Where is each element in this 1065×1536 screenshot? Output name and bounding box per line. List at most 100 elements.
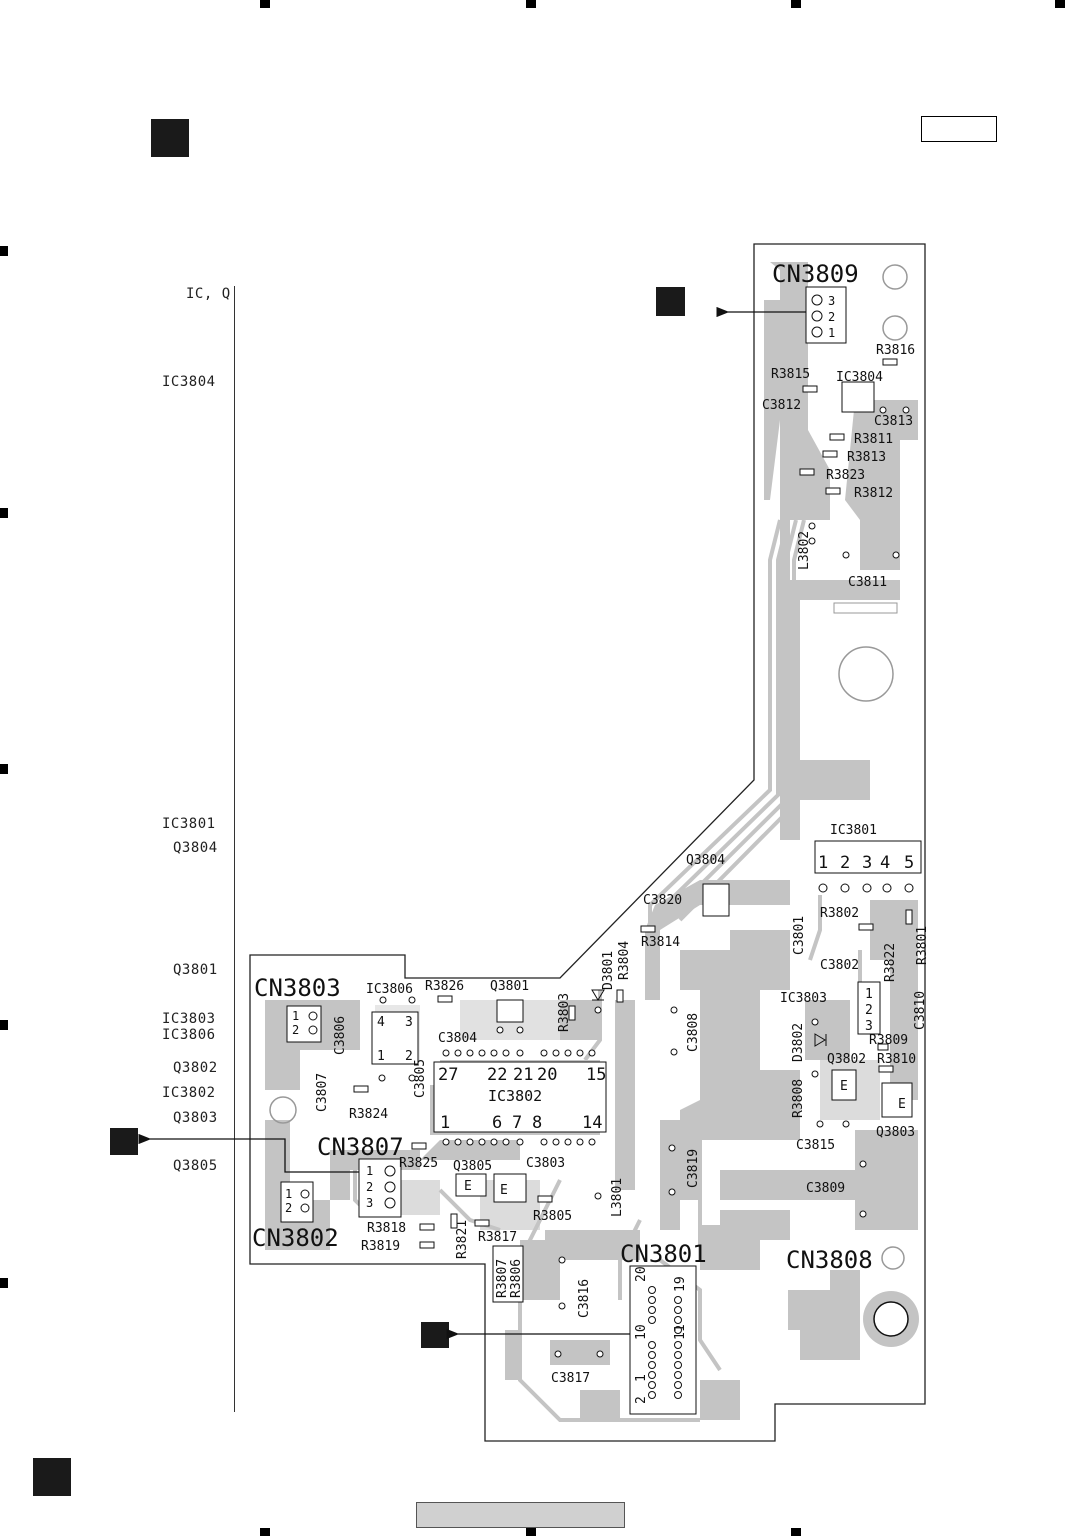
ic3802-pin: 22: [487, 1065, 507, 1085]
c3820-label: C3820: [643, 893, 682, 908]
r3815-label: R3815: [771, 367, 810, 382]
footer-bar: [416, 1502, 625, 1528]
cn3809-pin: 3: [828, 294, 835, 308]
r3805-label: R3805: [533, 1209, 572, 1224]
index-label: Q3801: [173, 962, 218, 978]
q3801-body[interactable]: [496, 999, 524, 1023]
ic3802-body[interactable]: [433, 1061, 607, 1133]
q3805-emitter-marker: E: [464, 1179, 472, 1194]
ic3801-label: IC3801: [830, 823, 877, 838]
q3801-label: Q3801: [490, 979, 529, 994]
registration-mark-left-1: [0, 246, 8, 256]
ic3802-pin: 15: [586, 1065, 606, 1085]
ic3802-label: IC3802: [488, 1087, 542, 1105]
ic3802-pin: 8: [532, 1113, 542, 1133]
cn3802-pin: 2: [285, 1201, 292, 1215]
c3810-label: C3810: [913, 991, 928, 1030]
q3805b-body[interactable]: [493, 1173, 527, 1203]
registration-mark-top-2: [526, 0, 536, 8]
index-label: IC3806: [162, 1027, 216, 1043]
c3802-label: C3802: [820, 958, 859, 973]
q3803-emitter-marker: E: [898, 1097, 906, 1112]
cn3801-pin: 2: [634, 1396, 649, 1404]
cn3801-pin: 11: [673, 1324, 688, 1340]
q3804-body[interactable]: [702, 883, 730, 917]
registration-mark-top-3: [791, 0, 801, 8]
c3806-label: C3806: [333, 1016, 348, 1055]
index-label: IC3802: [162, 1085, 216, 1101]
ic3803-body[interactable]: [857, 981, 881, 1035]
ic3806-pin: 2: [405, 1049, 413, 1064]
q3802-body[interactable]: [831, 1069, 857, 1101]
connector-cn3807[interactable]: 1 2 3: [358, 1158, 402, 1218]
copper-traces: [353, 519, 862, 1422]
component-pads-upper: [799, 358, 900, 559]
connector-cn3801[interactable]: 20 19 10 11 1 2: [629, 1265, 697, 1415]
c3812-label: C3812: [762, 398, 801, 413]
ic3802-pin: 6: [492, 1113, 502, 1133]
connector-cn3808-jack[interactable]: [863, 1291, 919, 1347]
mounting-hole: [838, 646, 894, 702]
cn3802-label: CN3802: [252, 1224, 339, 1252]
c3808-label: C3808: [686, 1013, 701, 1052]
cn3802-pin: 1: [285, 1187, 292, 1201]
r3803-label: R3803: [557, 993, 572, 1032]
registration-mark-top-4: [1055, 0, 1065, 8]
arrow-cn3807: [138, 1133, 359, 1173]
ic3801-pin: 5: [904, 853, 914, 873]
r3810-label: R3810: [877, 1052, 916, 1067]
ic3801-body[interactable]: [814, 840, 922, 874]
outline-label-box: [921, 116, 997, 142]
cn3801-label: CN3801: [620, 1240, 707, 1268]
cn3807-pin: 2: [366, 1180, 373, 1194]
l3802-label: L3802: [797, 531, 812, 570]
ic3806-pin: 3: [405, 1015, 413, 1030]
ic3806-pin: 1: [377, 1049, 385, 1064]
mounting-holes: [269, 264, 908, 1270]
cn3803-pin: 1: [292, 1009, 299, 1023]
cn3808-label: CN3808: [786, 1246, 873, 1274]
r3807-r3806-array[interactable]: [492, 1245, 524, 1303]
r3825-label: R3825: [399, 1156, 438, 1171]
ic3804-body[interactable]: [841, 381, 875, 413]
registration-mark-left-3: [0, 764, 8, 774]
q3802-emitter-marker: E: [840, 1079, 848, 1094]
ic3801-pin: 2: [840, 853, 850, 873]
connector-ref-box-cn3809: [656, 287, 685, 316]
c3816-label: C3816: [577, 1279, 592, 1318]
r3818-label: R3818: [367, 1221, 406, 1236]
r3821-label: R3821: [455, 1220, 470, 1259]
c3807-label: C3807: [315, 1073, 330, 1112]
r3806-label: R3806: [509, 1259, 524, 1298]
r3824-label: R3824: [349, 1107, 388, 1122]
connector-cn3802[interactable]: 1 2: [280, 1181, 314, 1223]
c3805-label: C3805: [413, 1059, 428, 1098]
connector-cn3809[interactable]: 3 2 1: [805, 286, 847, 344]
r3804-label: R3804: [617, 941, 632, 980]
ic3802-pin: 7: [512, 1113, 522, 1133]
r3811-label: R3811: [854, 432, 893, 447]
q3805-label: Q3805: [453, 1159, 492, 1174]
ic3806-body[interactable]: [371, 1011, 419, 1065]
r3817-label: R3817: [478, 1230, 517, 1245]
registration-mark-bottom-1: [260, 1528, 270, 1536]
cn3807-pin: 1: [366, 1164, 373, 1178]
mounting-hole: [881, 1246, 905, 1270]
cn3809-pin: 2: [828, 310, 835, 324]
r3813-label: R3813: [847, 450, 886, 465]
q3803-body[interactable]: [881, 1082, 913, 1118]
r3822-label: R3822: [883, 943, 898, 982]
q3805-body[interactable]: [455, 1173, 487, 1197]
ic3804-label: IC3804: [836, 370, 883, 385]
connector-ref-box-cn3801: [421, 1322, 449, 1348]
index-label: IC3804: [162, 374, 216, 390]
r3802-label: R3802: [820, 906, 859, 921]
q3804-label: Q3804: [686, 853, 725, 868]
cn3807-label: CN3807: [317, 1133, 404, 1161]
mounting-hole: [269, 1096, 297, 1124]
connector-cn3803[interactable]: 1 2: [286, 1005, 322, 1043]
copper-pour: [265, 262, 918, 1420]
index-label: Q3803: [173, 1110, 218, 1126]
cn3801-pin: 19: [673, 1276, 688, 1292]
